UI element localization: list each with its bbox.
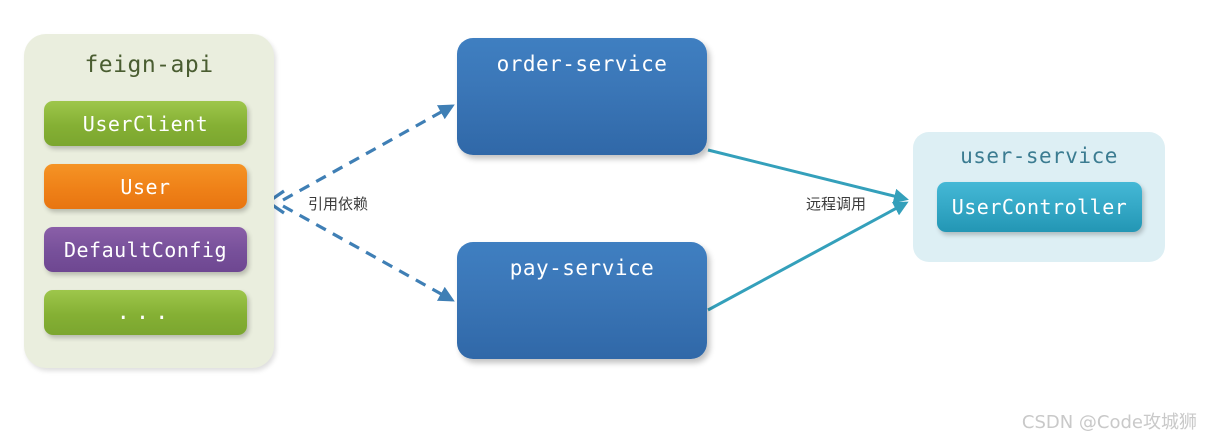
edge-dependency-pay: [282, 204, 455, 302]
component-box-userclient[interactable]: UserClient: [44, 101, 247, 146]
watermark: CSDN @Code攻城狮: [1021, 412, 1197, 433]
component-label: User: [120, 174, 171, 199]
service-label: order-service: [496, 52, 668, 76]
edge-remote-pay: [707, 201, 909, 312]
component-box-usercontroller[interactable]: UserController: [937, 182, 1142, 232]
edge-remote-order: [707, 148, 909, 204]
component-label: UserController: [951, 195, 1128, 219]
edge-label-dependency: 引用依赖: [308, 195, 369, 213]
component-box-more[interactable]: ...: [44, 290, 247, 335]
component-box-user[interactable]: User: [44, 164, 247, 209]
service-label: pay-service: [509, 256, 655, 280]
component-label: UserClient: [82, 111, 209, 136]
user-service-group: user-service UserController: [913, 132, 1165, 262]
feign-api-group: feign-api UserClient User DefaultConfig …: [24, 34, 274, 368]
service-box-pay-service[interactable]: pay-service: [457, 242, 707, 359]
feign-api-title: feign-api: [84, 52, 214, 78]
edge-dependency-order: [282, 104, 455, 202]
service-box-order-service[interactable]: order-service: [457, 38, 707, 155]
edge-label-remote-call: 远程调用: [806, 195, 867, 213]
component-label: ...: [116, 299, 175, 325]
user-service-title: user-service: [960, 144, 1118, 168]
component-box-defaultconfig[interactable]: DefaultConfig: [44, 227, 247, 272]
component-label: DefaultConfig: [63, 237, 228, 262]
